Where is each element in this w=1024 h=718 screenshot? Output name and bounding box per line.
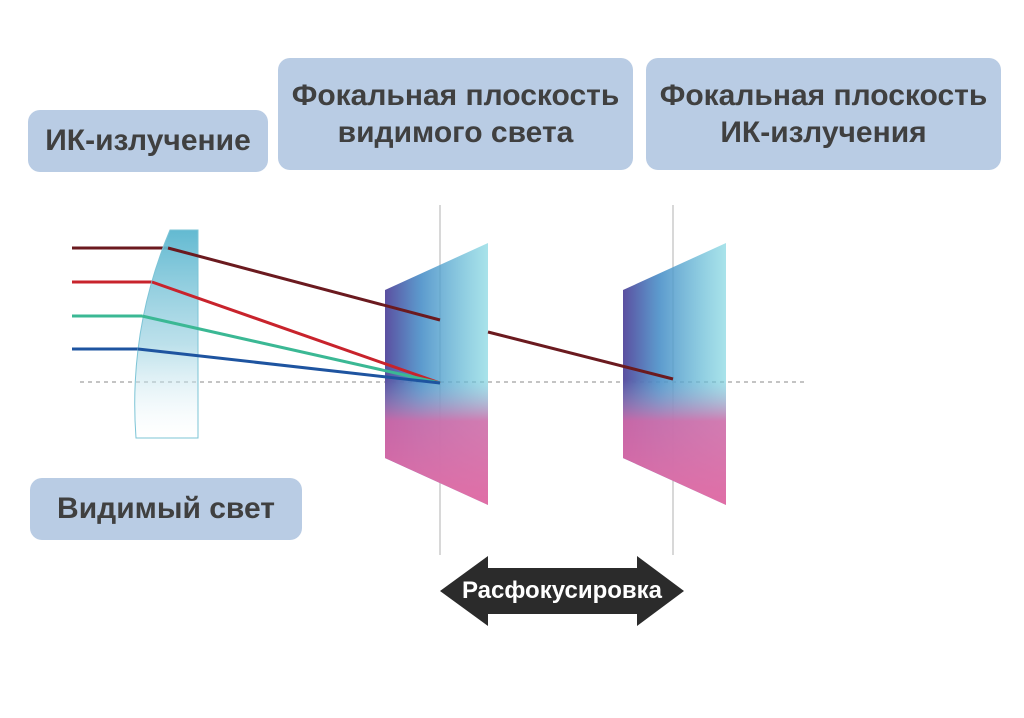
visible-focal-plane-line2: видимого света [337,116,574,149]
visible-focal-plane-sensor [385,243,488,505]
ir-focal-plane-line1: Фокальная плоскость [659,78,988,112]
ray-ir-to-ir-plane [487,330,674,381]
defocus-arrow [440,556,684,626]
ir-radiation-text: ИК-излучение [45,124,251,158]
ray-red-refracted [151,280,441,385]
ir-focal-plane-label: Фокальная плоскость ИК-излучения [646,58,1001,170]
ir-radiation-label: ИК-излучение [28,110,268,172]
ir-focal-plane-sensor [623,243,726,505]
visible-focal-plane-label: Фокальная плоскость видимого света [278,58,633,170]
lens [134,229,199,439]
visible-light-label: Видимый свет [30,478,302,540]
defocus-text: Расфокусировка [461,577,663,604]
ray-ir-to-visible-plane [167,246,441,322]
ray-green-refracted [141,314,441,385]
defocus-label: Расфокусировка [440,560,684,622]
ray-blue-refracted [137,347,441,385]
visible-focal-plane-line1: Фокальная плоскость [291,78,620,112]
ir-focal-plane-line2: ИК-излучения [720,116,927,149]
visible-light-text: Видимый свет [57,492,275,526]
